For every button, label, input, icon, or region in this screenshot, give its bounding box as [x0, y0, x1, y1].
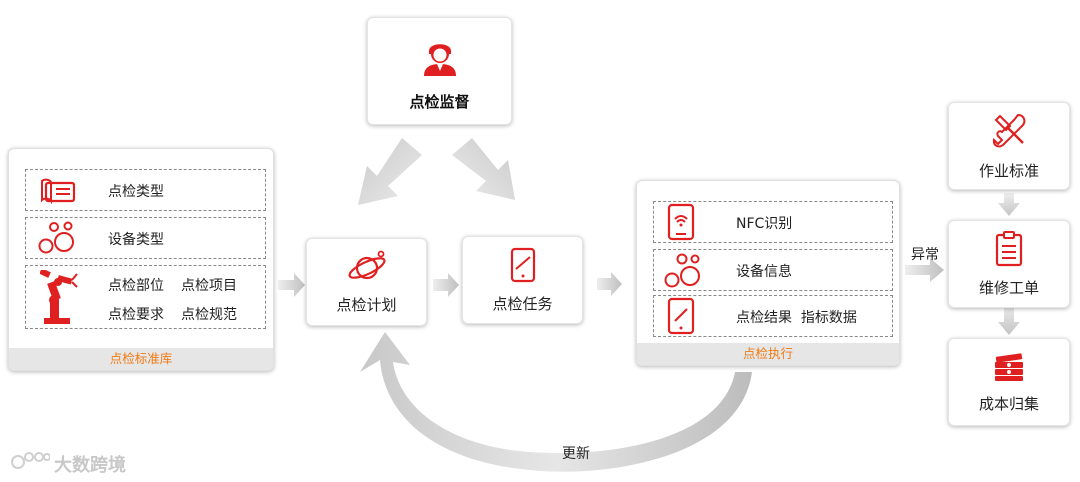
library-item-equipment-type[interactable]: 设备类型 — [25, 217, 266, 259]
library-robot-item: 点检要求 — [108, 307, 164, 323]
planet-icon — [345, 250, 389, 288]
arrow-library-to-plan — [278, 273, 305, 297]
library-robot-item: 点检项目 — [181, 278, 237, 294]
task-label: 点检任务 — [492, 294, 553, 313]
tablet-icon — [508, 247, 538, 287]
execution-item-label: 设备信息 — [736, 264, 792, 280]
work-standard-box[interactable]: 作业标准 — [948, 102, 1070, 190]
watermark: 大数跨境 — [10, 448, 126, 479]
library-item-label: 设备类型 — [108, 232, 164, 248]
execution-panel: NFC识别 设备信息 点检结果 指标数据 点检执行 — [636, 180, 900, 366]
repair-order-box[interactable]: 维修工单 — [948, 220, 1070, 308]
document-icon — [40, 177, 78, 209]
execution-item-label: 点检结果 指标数据 — [736, 310, 857, 326]
bubbles-icon — [38, 220, 78, 262]
repair-order-label: 维修工单 — [978, 278, 1039, 297]
library-robot-item: 点检规范 — [181, 307, 237, 323]
execution-item-results[interactable]: 点检结果 指标数据 — [653, 295, 893, 337]
money-stack-icon — [992, 351, 1026, 385]
supervision-box[interactable]: 点检监督 — [367, 17, 512, 125]
arrow-update-curve — [360, 332, 752, 472]
library-robot-item: 点检部位 — [108, 278, 164, 294]
arrow-supervision-to-plan — [358, 138, 422, 205]
library-item-robot-group[interactable]: 点检部位 点检项目 点检要求 点检规范 — [25, 265, 266, 329]
plan-box[interactable]: 点检计划 — [306, 238, 427, 326]
cost-label: 成本归集 — [978, 394, 1039, 413]
anomaly-label: 异常 — [911, 247, 939, 263]
arrow-plan-to-task — [433, 273, 459, 297]
library-item-inspection-type[interactable]: 点检类型 — [25, 169, 266, 211]
arrow-anomaly — [905, 258, 944, 282]
standard-library-panel: 点检类型 设备类型 点检部位 — [8, 148, 274, 371]
library-item-label: 点检类型 — [108, 184, 164, 200]
execution-panel-footer: 点检执行 — [637, 343, 899, 365]
supervision-label: 点检监督 — [409, 92, 470, 111]
plan-label: 点检计划 — [336, 295, 397, 314]
bubbles-icon — [664, 252, 704, 294]
library-panel-footer: 点检标准库 — [9, 348, 273, 370]
update-label: 更新 — [562, 446, 590, 462]
clipboard-icon — [993, 230, 1025, 271]
arrow-standard-to-repair — [998, 193, 1020, 216]
robot-arm-icon — [39, 268, 80, 330]
tablet-icon — [666, 297, 696, 339]
execution-item-nfc[interactable]: NFC识别 — [653, 201, 893, 243]
watermark-text: 大数跨境 — [54, 454, 126, 476]
tools-icon — [990, 112, 1028, 154]
nfc-tablet-icon — [666, 203, 696, 245]
execution-item-label: NFC识别 — [736, 216, 793, 232]
execution-item-equipment-info[interactable]: 设备信息 — [653, 249, 893, 291]
person-icon — [420, 37, 460, 81]
arrow-supervision-to-task — [452, 138, 515, 200]
cost-box[interactable]: 成本归集 — [948, 338, 1070, 426]
arrow-task-to-execution — [597, 272, 622, 296]
task-box[interactable]: 点检任务 — [462, 236, 583, 324]
watermark-logo-icon — [10, 448, 51, 479]
arrow-repair-to-cost — [998, 303, 1020, 335]
work-standard-label: 作业标准 — [978, 161, 1039, 180]
